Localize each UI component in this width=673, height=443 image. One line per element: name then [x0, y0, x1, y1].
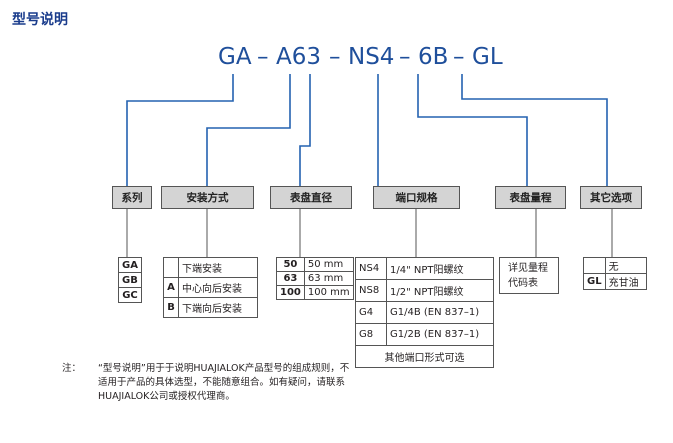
options-table: 无 GL 充甘油 — [583, 257, 647, 290]
port-label: G1/2B (EN 837–1) — [386, 323, 494, 346]
connector-range — [417, 74, 528, 186]
table-row: 100 100 mm — [276, 285, 354, 300]
header-series: 系列 — [112, 186, 152, 209]
port-code: NS8 — [355, 279, 387, 302]
range-line-1: 详见量程 — [508, 263, 548, 274]
series-code: GB — [118, 272, 142, 288]
range-line-2: 代码表 — [508, 278, 538, 289]
table-row: B 下端向后安装 — [163, 297, 258, 318]
table-row: NS8 1/2" NPT阳螺纹 — [355, 279, 494, 302]
port-code: G8 — [355, 323, 387, 346]
code-separator: – — [399, 44, 411, 70]
dial-code: 63 — [276, 271, 305, 286]
table-row: GA — [118, 257, 142, 273]
header-dial-size: 表盘直径 — [270, 186, 352, 209]
connector-dial — [299, 74, 311, 186]
code-separator: – — [257, 44, 269, 70]
table-row: 无 — [583, 257, 647, 274]
table-row: GB — [118, 272, 142, 288]
mounting-label: 中心向后安装 — [178, 277, 258, 298]
option-code — [583, 257, 606, 274]
table-row: 63 63 mm — [276, 271, 354, 286]
series-table: GA GB GC — [118, 257, 142, 303]
code-part-port: NS4 — [348, 44, 395, 70]
table-row: NS4 1/4" NPT阳螺纹 — [355, 257, 494, 280]
port-table: NS4 1/4" NPT阳螺纹 NS8 1/2" NPT阳螺纹 G4 G1/4B… — [355, 257, 494, 368]
code-part-mounting-dial: A63 — [276, 44, 322, 70]
port-footer: 其他端口形式可选 — [355, 345, 494, 368]
mounting-label: 下端向后安装 — [178, 297, 258, 318]
table-row: 50 50 mm — [276, 257, 354, 272]
header-other-options: 其它选项 — [580, 186, 642, 209]
table-row: 下端安装 — [163, 257, 258, 278]
header-dial-range: 表盘量程 — [495, 186, 566, 209]
code-separator: – — [453, 44, 465, 70]
connector-mounting — [206, 74, 291, 186]
dial-code: 100 — [276, 285, 305, 300]
dial-code: 50 — [276, 257, 305, 272]
range-box: 详见量程 代码表 — [499, 257, 559, 294]
code-separator: – — [329, 44, 341, 70]
dial-label: 50 mm — [303, 257, 354, 272]
table-row: G4 G1/4B (EN 837–1) — [355, 301, 494, 324]
connector-series — [126, 74, 234, 186]
mounting-table: 下端安装 A 中心向后安装 B 下端向后安装 — [163, 257, 258, 318]
series-code: GC — [118, 287, 142, 303]
header-port-spec: 端口规格 — [373, 186, 460, 209]
table-row: G8 G1/2B (EN 837–1) — [355, 323, 494, 346]
port-code: NS4 — [355, 257, 387, 280]
mounting-code: A — [163, 277, 179, 298]
header-mounting: 安装方式 — [161, 186, 254, 209]
table-row: A 中心向后安装 — [163, 277, 258, 298]
option-label: 无 — [604, 257, 647, 274]
option-label: 充甘油 — [604, 273, 647, 290]
port-code: G4 — [355, 301, 387, 324]
mounting-code — [163, 257, 179, 278]
mounting-label: 下端安装 — [178, 257, 258, 278]
connector-options — [461, 74, 608, 186]
table-row: 其他端口形式可选 — [355, 345, 494, 368]
dial-label: 100 mm — [303, 285, 354, 300]
footnote-text: “型号说明”用于于说明HUAJIALOK产品型号的组成规则，不适用于产品的具体选… — [98, 363, 350, 402]
page-title: 型号说明 — [12, 12, 68, 28]
code-part-series: GA — [218, 44, 252, 70]
mounting-code: B — [163, 297, 179, 318]
option-code: GL — [583, 273, 606, 290]
port-label: 1/2" NPT阳螺纹 — [386, 279, 494, 302]
code-part-range: 6B — [418, 44, 449, 70]
port-label: 1/4" NPT阳螺纹 — [386, 257, 494, 280]
footnote-label: 注： — [62, 363, 82, 374]
series-code: GA — [118, 257, 142, 273]
dial-table: 50 50 mm 63 63 mm 100 100 mm — [276, 257, 354, 300]
dial-label: 63 mm — [303, 271, 354, 286]
code-part-options: GL — [472, 44, 503, 70]
port-label: G1/4B (EN 837–1) — [386, 301, 494, 324]
table-row: GL 充甘油 — [583, 273, 647, 290]
table-row: GC — [118, 287, 142, 303]
model-code: GA – A63 – NS4 – 6B – GL — [218, 44, 518, 72]
